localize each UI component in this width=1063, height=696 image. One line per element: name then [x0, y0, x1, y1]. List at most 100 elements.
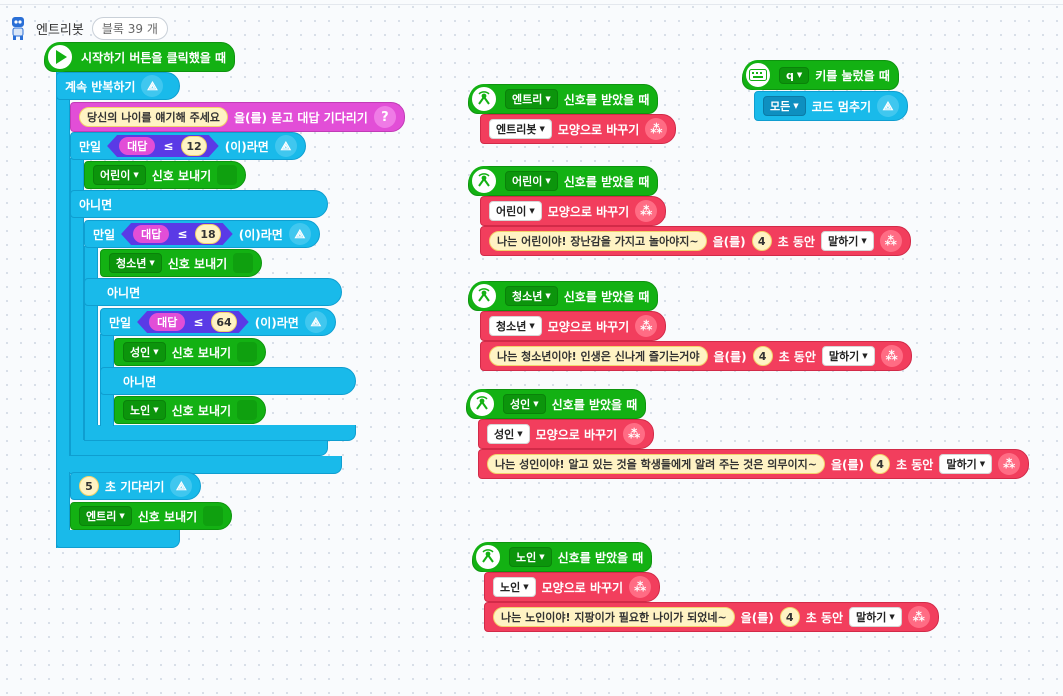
if3-condition[interactable]: 대답 ≤ 64 — [137, 311, 249, 333]
looks-icon: ⁂ — [998, 453, 1021, 475]
seconds-input[interactable]: 4 — [751, 231, 772, 251]
looks-icon: ⁂ — [907, 606, 930, 628]
shape-dropdown[interactable]: 성인 — [487, 424, 530, 444]
play-icon — [45, 42, 75, 72]
if3-answer-reporter[interactable]: 대답 — [149, 313, 185, 331]
shape-dropdown[interactable]: 엔트리봇 — [489, 119, 552, 139]
else3-block[interactable]: 아니면 — [100, 367, 356, 395]
speech-mode-dropdown[interactable]: 말하기 — [820, 231, 874, 251]
send-signal-block[interactable]: 어린이 신호 보내기 — [84, 161, 247, 189]
speech-mode-dropdown[interactable]: 말하기 — [939, 454, 993, 474]
if2-block[interactable]: 만일 대답 ≤ 18 (이)라면 ⟁ — [84, 220, 320, 248]
looks-icon: ⁂ — [635, 200, 658, 222]
signal-dropdown[interactable]: 어린이 — [93, 165, 146, 185]
ask-prompt-input[interactable]: 당신의 나이를 얘기해 주세요 — [79, 107, 228, 127]
shape-label: 모양으로 바꾸기 — [535, 427, 618, 442]
key-dropdown[interactable]: q — [779, 66, 810, 84]
flow-icon: ⟁ — [170, 475, 193, 497]
flow-icon: ⟁ — [877, 95, 900, 117]
signal-hat-block[interactable]: 성인신호를 받았을 때 — [466, 389, 647, 419]
change-shape-block[interactable]: 성인모양으로 바꾸기⁂ — [478, 419, 655, 449]
send-signal-block[interactable]: 청소년 신호 보내기 — [100, 249, 263, 277]
looks-icon: ⁂ — [635, 315, 658, 337]
start-hat-block[interactable]: 시작하기 버튼을 클릭했을 때 — [44, 42, 236, 72]
signal-hat-block[interactable]: 청소년신호를 받았을 때 — [468, 281, 659, 311]
key-hat-label: 키를 눌렀을 때 — [815, 68, 890, 83]
stop-target-dropdown[interactable]: 모든 — [763, 96, 806, 116]
if2-value-input[interactable]: 18 — [195, 224, 220, 244]
if2-operator[interactable]: ≤ — [177, 227, 188, 241]
key-press-hat-block[interactable]: q 키를 눌렀을 때 — [742, 60, 899, 90]
signal-dropdown[interactable]: 청소년 — [109, 253, 162, 273]
speech-mode-dropdown[interactable]: 말하기 — [849, 607, 902, 627]
seconds-input[interactable]: 4 — [779, 607, 800, 627]
speech-text-input[interactable]: 나는 노인이야! 지팡이가 필요한 나이가 되었네~ — [493, 607, 735, 627]
main-bottom — [56, 530, 180, 548]
signal-hat-block[interactable]: 어린이 신호를 받았을 때 — [468, 166, 659, 196]
signal-dropdown[interactable]: 엔트리 — [505, 89, 558, 109]
wait-block[interactable]: 5 초 기다리기 ⟁ — [70, 472, 202, 500]
if3-value-input[interactable]: 64 — [211, 312, 236, 332]
if1-operator[interactable]: ≤ — [163, 139, 174, 153]
if3-operator[interactable]: ≤ — [193, 315, 204, 329]
signal-dropdown[interactable]: 노인 — [123, 400, 166, 420]
if3-block[interactable]: 만일 대답 ≤ 64 (이)라면 ⟁ — [100, 308, 336, 336]
say-block[interactable]: 나는 성인이야! 알고 있는 것을 학생들에게 알려 주는 것은 의무이지~을(… — [478, 449, 1030, 479]
shape-dropdown[interactable]: 노인 — [493, 577, 536, 597]
signal-dropdown[interactable]: 노인 — [509, 547, 552, 567]
signal-dropdown[interactable]: 어린이 — [505, 171, 558, 191]
signal-hat-block[interactable]: 노인신호를 받았을 때 — [472, 542, 653, 572]
repeat-block[interactable]: 계속 반복하기 ⟁ — [56, 72, 180, 100]
speech-text-input[interactable]: 나는 청소년이야! 인생은 신나게 즐기는거야 — [489, 346, 708, 366]
signal-dropdown[interactable]: 성인 — [123, 342, 166, 362]
send-signal-block[interactable]: 노인 신호 보내기 — [114, 396, 267, 424]
if1-answer-reporter[interactable]: 대답 — [119, 137, 155, 155]
shape-dropdown[interactable]: 어린이 — [489, 201, 542, 221]
send-signal-block[interactable]: 성인 신호 보내기 — [114, 338, 267, 366]
signal-hat-block[interactable]: 엔트리신호를 받았을 때 — [468, 84, 659, 114]
antenna-icon — [473, 542, 503, 572]
object-header: 엔트리봇 블록 39 개 — [8, 14, 168, 42]
repeat-label: 계속 반복하기 — [65, 79, 136, 94]
wait-label: 초 기다리기 — [105, 479, 165, 494]
shape-label: 모양으로 바꾸기 — [557, 122, 640, 137]
send-signal-block[interactable]: 엔트리 신호 보내기 — [70, 502, 233, 530]
signal-dropdown[interactable]: 성인 — [503, 394, 546, 414]
change-shape-block[interactable]: 청소년모양으로 바꾸기⁂ — [480, 311, 667, 341]
if1-value-input[interactable]: 12 — [181, 136, 206, 156]
seconds-input[interactable]: 4 — [752, 346, 773, 366]
else-label: 아니면 — [107, 285, 141, 300]
else1-block[interactable]: 아니면 — [70, 190, 328, 218]
speech-suffix: 을(를) — [713, 349, 747, 364]
shape-dropdown[interactable]: 청소년 — [489, 316, 542, 336]
main-rail — [56, 472, 70, 548]
if1-block[interactable]: 만일 대답 ≤ 12 (이)라면 ⟁ — [70, 132, 306, 160]
change-shape-block[interactable]: 엔트리봇모양으로 바꾸기⁂ — [480, 114, 677, 144]
start-hat-label: 시작하기 버튼을 클릭했을 때 — [81, 50, 227, 65]
signal-dropdown[interactable]: 엔트리 — [79, 506, 132, 526]
speech-suffix: 을(를) — [740, 610, 774, 625]
speech-mode-dropdown[interactable]: 말하기 — [821, 346, 875, 366]
seconds-input[interactable]: 4 — [870, 454, 891, 474]
stop-code-block[interactable]: 모든 코드 멈추기 ⟁ — [754, 91, 909, 121]
wait-seconds-input[interactable]: 5 — [79, 476, 99, 496]
if2-answer-reporter[interactable]: 대답 — [133, 225, 169, 243]
signal-dropdown[interactable]: 청소년 — [505, 286, 558, 306]
speech-text-input[interactable]: 나는 어린이야! 장난감을 가지고 놀아야지~ — [489, 231, 707, 251]
flow-icon: ⟁ — [288, 223, 311, 245]
ask-block[interactable]: 당신의 나이를 얘기해 주세요 을(를) 묻고 대답 기다리기 ? — [70, 102, 405, 132]
if2-condition[interactable]: 대답 ≤ 18 — [121, 223, 233, 245]
entrybot-icon — [8, 15, 28, 41]
flag-icon — [217, 165, 238, 185]
change-shape-block[interactable]: 노인모양으로 바꾸기⁂ — [484, 572, 661, 602]
flag-icon — [237, 400, 258, 420]
speech-text-input[interactable]: 나는 성인이야! 알고 있는 것을 학생들에게 알려 주는 것은 의무이지~ — [487, 454, 825, 474]
change-shape-block[interactable]: 어린이모양으로 바꾸기⁂ — [480, 196, 667, 226]
else2-block[interactable]: 아니면 — [84, 278, 342, 306]
if1-condition[interactable]: 대답 ≤ 12 — [107, 135, 219, 157]
flow-icon: ⟁ — [141, 75, 164, 97]
signal-hat-label: 신호를 받았을 때 — [563, 174, 650, 189]
